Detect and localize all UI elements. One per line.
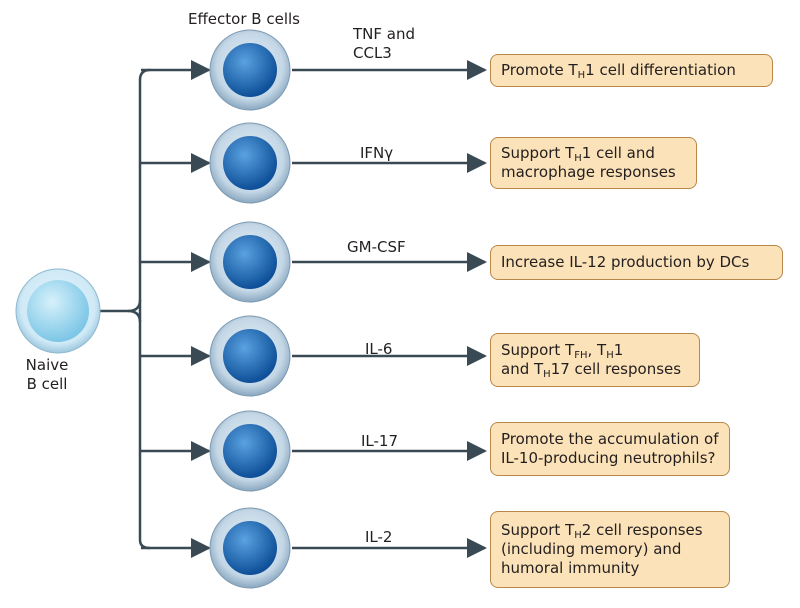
- outcome-text: Promote the accumulation of: [501, 430, 719, 448]
- outcome-text: 1 cell and: [581, 144, 655, 162]
- naive-label-line2: B cell: [26, 375, 68, 393]
- subscript: H: [574, 153, 582, 164]
- cytokine-label-ifng: IFNγ: [360, 144, 394, 162]
- outcome-text-line: Promote TH1 cell differentiation: [501, 61, 762, 81]
- outcome-text-line: IL-10-producing neutrophils?: [501, 449, 719, 468]
- outcome-box-th2-humoral: Support TH2 cell responses(including mem…: [490, 511, 730, 588]
- naive-label-line1: Naive: [25, 356, 69, 374]
- cytokine-label-gmcsf: GM-CSF: [347, 238, 406, 256]
- outcome-text-line: humoral immunity: [501, 559, 719, 578]
- outcome-text: IL-10-producing neutrophils?: [501, 449, 716, 467]
- effector-b-cell: [209, 29, 291, 111]
- outcome-text: Support T: [501, 521, 575, 539]
- outcome-text: Support T: [501, 144, 575, 162]
- effector-header: Effector B cells: [188, 10, 300, 28]
- effector-b-cell: [209, 410, 291, 492]
- outcome-text: Promote T: [501, 61, 578, 79]
- cytokine-label-tnf: TNF and CCL3: [353, 25, 415, 63]
- subscript: H: [543, 369, 551, 380]
- outcome-text-line: macrophage responses: [501, 163, 686, 182]
- outcome-text-line: Support TH1 cell and: [501, 144, 686, 164]
- outcome-box-th1-differentiation: Promote TH1 cell differentiation: [490, 54, 773, 87]
- outcome-text: (including memory) and: [501, 540, 682, 558]
- effector-b-cell: [209, 221, 291, 303]
- outcome-text: and T: [501, 360, 544, 378]
- outcome-text: 2 cell responses: [581, 521, 703, 539]
- outcome-text-line: Support TH2 cell responses: [501, 521, 719, 541]
- outcome-text-line: and TH17 cell responses: [501, 360, 689, 380]
- outcome-text: 17 cell responses: [550, 360, 682, 378]
- outcome-text: 1: [613, 341, 624, 359]
- subscript: FH: [574, 350, 588, 361]
- bracket-join: [127, 299, 142, 313]
- cytokine-line: TNF and: [353, 25, 415, 43]
- outcome-text: humoral immunity: [501, 559, 640, 577]
- outcome-text-line: Support TFH, TH1: [501, 341, 689, 361]
- effector-b-cell: [209, 122, 291, 204]
- outcome-text: Increase IL-12 production by DCs: [501, 253, 750, 271]
- outcome-text-line: (including memory) and: [501, 540, 719, 559]
- naive-b-cell: [15, 268, 101, 354]
- outcome-text-line: Promote the accumulation of: [501, 430, 719, 449]
- cytokine-line: CCL3: [353, 44, 392, 62]
- outcome-text: , T: [587, 341, 607, 359]
- subscript: H: [606, 350, 614, 361]
- outcome-text: 1 cell differentiation: [585, 61, 736, 79]
- cytokine-label-il2: IL-2: [365, 528, 393, 546]
- bracket-join-lower: [127, 309, 142, 323]
- outcome-text-line: Increase IL-12 production by DCs: [501, 253, 772, 272]
- effector-b-cell: [209, 315, 291, 397]
- outcome-text: macrophage responses: [501, 163, 676, 181]
- subscript: H: [577, 70, 586, 81]
- naive-cell-label: Naive B cell: [10, 356, 84, 394]
- cytokine-label-il17: IL-17: [361, 432, 399, 450]
- outcome-box-il12-production: Increase IL-12 production by DCs: [490, 245, 783, 280]
- effector-b-cell: [209, 507, 291, 589]
- outcome-text: Support T: [501, 341, 575, 359]
- cytokine-label-il6: IL-6: [365, 340, 393, 358]
- vertical-bracket: [138, 68, 151, 550]
- subscript: H: [574, 530, 582, 541]
